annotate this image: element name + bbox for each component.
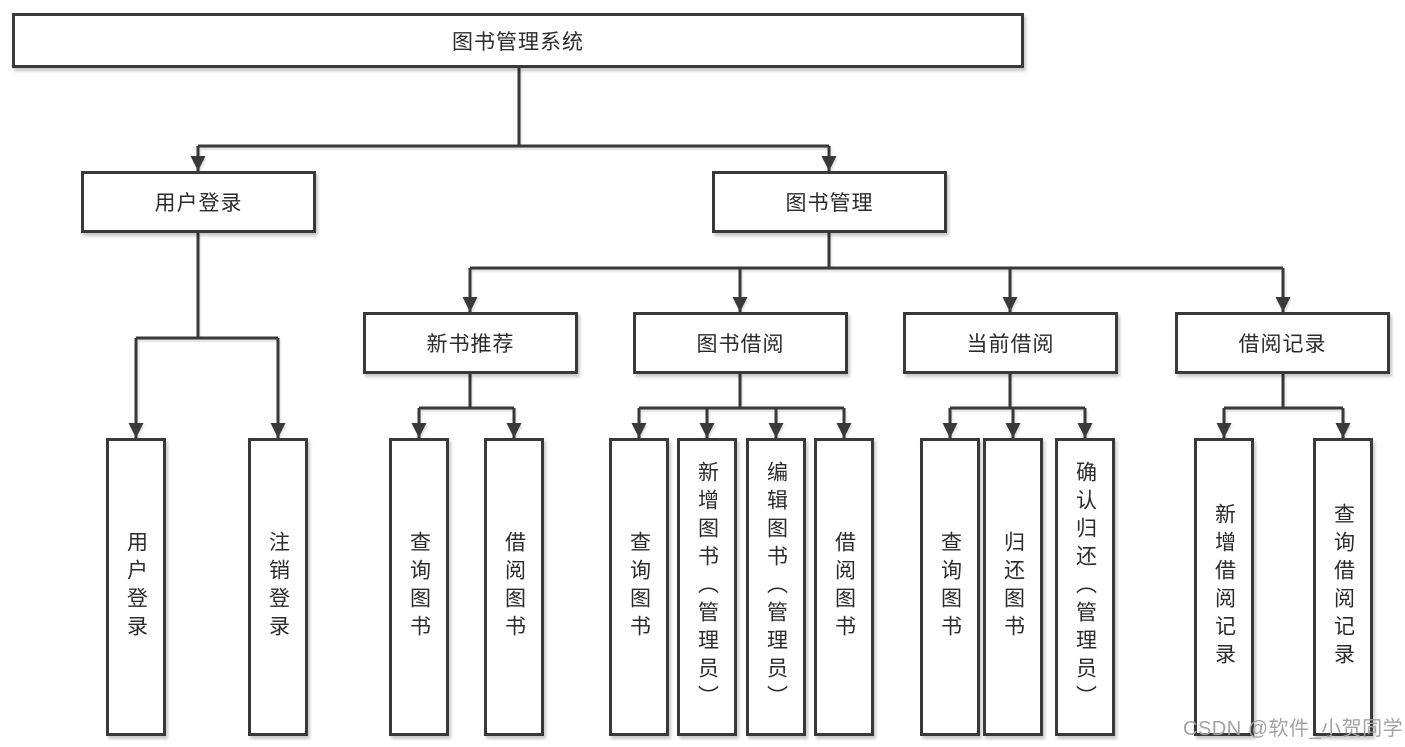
node-br-query-record-label: 查询借阅记录 [1331,503,1355,671]
node-bb-query-books: 查询图书 [609,438,669,736]
node-book-management-label: 图书管理 [785,192,874,215]
node-br-add-record-label: 新增借阅记录 [1212,503,1236,671]
node-nb-borrow-books: 借阅图书 [484,438,544,736]
node-book-borrowing-label: 图书借阅 [696,333,785,356]
node-new-book-recommend-label: 新书推荐 [426,333,515,356]
node-cb-return-books: 归还图书 [983,438,1043,736]
node-book-borrowing: 图书借阅 [633,312,848,374]
node-bb-query-books-label: 查询图书 [627,531,651,643]
node-book-management: 图书管理 [712,171,947,233]
node-user-login: 用户登录 [81,171,316,233]
node-user-login-label: 用户登录 [154,192,243,215]
node-bb-edit-books-admin: 编辑图书（管理员） [746,438,806,736]
node-cb-confirm-return-admin: 确认归还（管理员） [1055,438,1115,736]
node-root-label: 图书管理系统 [452,30,584,54]
node-nb-query-books: 查询图书 [389,438,449,736]
node-cb-query-books: 查询图书 [920,438,980,736]
node-root: 图书管理系统 [12,13,1024,68]
node-borrowing-records-label: 借阅记录 [1238,333,1327,356]
node-bb-add-books-admin: 新增图书（管理员） [677,438,737,736]
connector-skeleton [136,68,1343,410]
node-current-borrowing-label: 当前借阅 [966,333,1055,356]
node-login-action-label: 用户登录 [124,531,148,643]
node-bb-edit-books-admin-label: 编辑图书（管理员） [764,461,788,713]
node-new-book-recommend: 新书推荐 [363,312,578,374]
node-nb-query-books-label: 查询图书 [407,531,431,643]
node-cb-confirm-return-admin-label: 确认归还（管理员） [1073,461,1097,713]
node-current-borrowing: 当前借阅 [903,312,1118,374]
node-cb-query-books-label: 查询图书 [938,531,962,643]
node-cb-return-books-label: 归还图书 [1001,531,1025,643]
node-br-add-record: 新增借阅记录 [1194,438,1254,736]
node-bb-borrow-books-label: 借阅图书 [832,531,856,643]
node-br-query-record: 查询借阅记录 [1313,438,1373,736]
node-bb-borrow-books: 借阅图书 [814,438,874,736]
watermark-text: CSDN @软件_小贺同学 [1183,718,1404,740]
node-nb-borrow-books-label: 借阅图书 [502,531,526,643]
node-borrowing-records: 借阅记录 [1175,312,1390,374]
node-logout-action: 注销登录 [248,438,308,736]
node-bb-add-books-admin-label: 新增图书（管理员） [695,461,719,713]
node-logout-action-label: 注销登录 [266,531,290,643]
node-login-action: 用户登录 [106,438,166,736]
